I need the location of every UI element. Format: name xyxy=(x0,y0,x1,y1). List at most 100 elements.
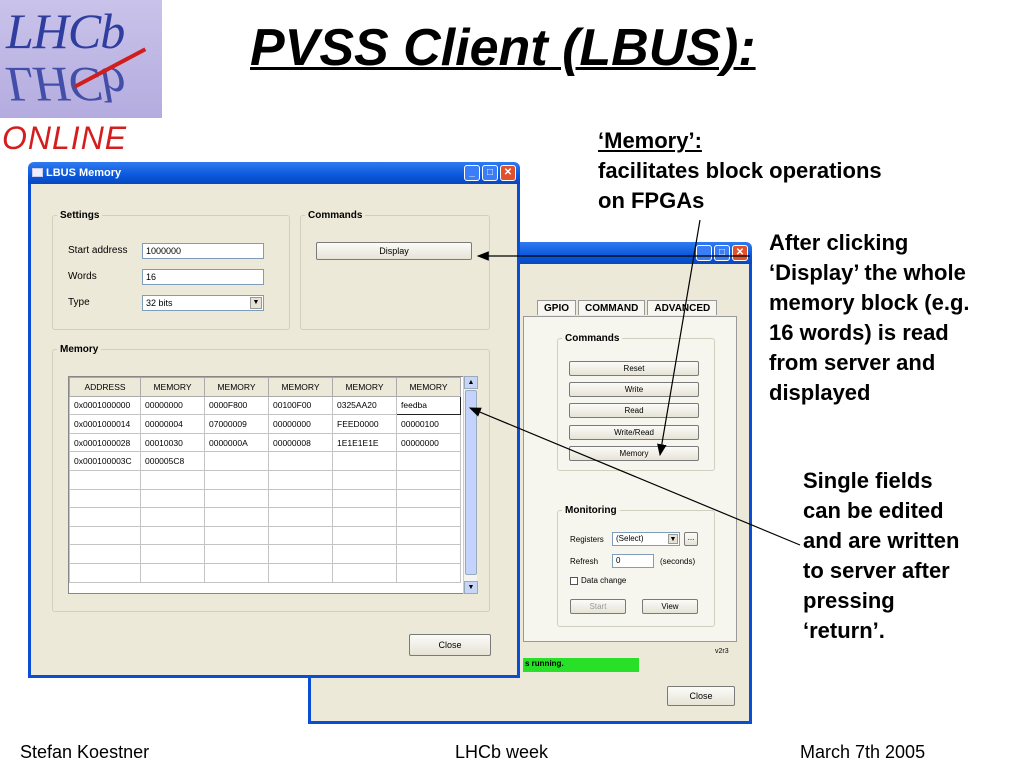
command-tab-panel: Commands Reset Write Read Write/Read Mem… xyxy=(523,316,737,642)
memory-cell[interactable] xyxy=(140,469,205,490)
start-button[interactable]: Start xyxy=(570,599,626,614)
close-icon[interactable]: ✕ xyxy=(732,245,748,261)
memory-cell[interactable] xyxy=(204,544,269,564)
memory-cell[interactable] xyxy=(332,525,397,546)
memory-cell[interactable]: 0325AA20 xyxy=(332,395,397,416)
table-row xyxy=(69,544,461,564)
registers-select[interactable]: (Select) ▼ xyxy=(612,532,680,546)
memory-cell[interactable]: 00000100 xyxy=(396,414,461,434)
chevron-down-icon[interactable]: ▼ xyxy=(668,534,678,544)
display-button[interactable]: Display xyxy=(316,242,472,260)
lhcb-logo: LHCb LHCb xyxy=(0,0,162,118)
memory-cell[interactable] xyxy=(396,507,461,527)
fields-annotation-line: and are written xyxy=(803,528,960,553)
memory-annotation: ‘Memory’: facilitates block operations o… xyxy=(598,126,882,216)
memory-cell[interactable] xyxy=(396,469,461,490)
memory-cell[interactable] xyxy=(268,525,333,546)
maximize-icon[interactable]: □ xyxy=(714,245,730,261)
memory-cell[interactable] xyxy=(396,488,461,509)
address-cell: 0x0001000000 xyxy=(69,395,141,416)
refresh-unit: (seconds) xyxy=(660,557,696,566)
control-close-button[interactable]: Close xyxy=(667,686,735,706)
words-input[interactable]: 16 xyxy=(142,269,264,285)
memory-cell[interactable] xyxy=(332,544,397,564)
tab-command[interactable]: COMMAND xyxy=(578,300,646,315)
memory-cell[interactable]: 00010030 xyxy=(140,432,205,453)
memory-cell[interactable] xyxy=(204,525,269,546)
window-icon xyxy=(32,168,43,177)
memory-cell[interactable] xyxy=(268,507,333,527)
memory-cell[interactable] xyxy=(204,451,269,471)
memory-cell[interactable]: 00000000 xyxy=(140,395,205,416)
memory-cell[interactable] xyxy=(204,469,269,490)
type-label: Type xyxy=(68,297,90,308)
tab-gpio[interactable]: GPIO xyxy=(537,300,577,315)
memory-cell[interactable] xyxy=(268,488,333,509)
memory-cell[interactable]: FEED0000 xyxy=(332,414,397,434)
read-button[interactable]: Read xyxy=(569,403,699,418)
memory-cell[interactable] xyxy=(204,507,269,527)
memory-cell[interactable] xyxy=(396,451,461,471)
memory-cell[interactable] xyxy=(396,562,461,583)
memory-cell[interactable] xyxy=(332,507,397,527)
start-address-input[interactable]: 1000000 xyxy=(142,243,264,259)
window-title: LBUS Memory xyxy=(46,167,122,179)
memory-table-scrollbar[interactable]: ▲ ▼ xyxy=(463,376,478,594)
display-annotation-line: 16 words) is read xyxy=(769,320,949,345)
memory-cell[interactable] xyxy=(268,469,333,490)
memory-cell[interactable]: feedba xyxy=(396,395,461,416)
memory-cell[interactable] xyxy=(204,488,269,509)
scroll-thumb[interactable] xyxy=(465,390,477,575)
footer-author: Stefan Koestner xyxy=(20,742,150,762)
memory-cell[interactable] xyxy=(396,525,461,546)
close-button[interactable]: Close xyxy=(409,634,491,656)
memory-cell[interactable]: 00000000 xyxy=(268,414,333,434)
memory-cell[interactable]: 0000000A xyxy=(204,432,269,453)
memory-cell[interactable] xyxy=(332,488,397,509)
close-icon[interactable]: ✕ xyxy=(500,165,516,181)
memory-cell[interactable] xyxy=(396,544,461,564)
memory-cell[interactable] xyxy=(140,488,205,509)
memory-button[interactable]: Memory xyxy=(569,446,699,461)
memory-cell[interactable] xyxy=(268,562,333,583)
memory-cell[interactable]: 00000000 xyxy=(396,432,461,453)
memory-cell[interactable]: 07000009 xyxy=(204,414,269,434)
memory-cell[interactable] xyxy=(140,562,205,583)
memory-cell[interactable]: 0000F800 xyxy=(204,395,269,416)
memory-cell[interactable] xyxy=(268,544,333,564)
chevron-down-icon[interactable]: ▼ xyxy=(250,297,262,309)
display-annotation-line: displayed xyxy=(769,380,871,405)
column-header: MEMORY xyxy=(396,377,461,397)
online-logo-text: ONLINE xyxy=(2,120,128,156)
tab-advanced[interactable]: ADVANCED xyxy=(647,300,718,315)
minimize-icon[interactable]: _ xyxy=(464,165,480,181)
memory-cell[interactable] xyxy=(140,525,205,546)
type-select[interactable]: 32 bits ▼ xyxy=(142,295,264,311)
maximize-icon[interactable]: □ xyxy=(482,165,498,181)
memory-cell[interactable]: 00100F00 xyxy=(268,395,333,416)
memory-cell[interactable]: 00000004 xyxy=(140,414,205,434)
view-button[interactable]: View xyxy=(642,599,698,614)
memory-cell[interactable] xyxy=(332,469,397,490)
scroll-down-icon[interactable]: ▼ xyxy=(464,581,478,594)
browse-button[interactable]: ... xyxy=(684,532,698,546)
write-read-button[interactable]: Write/Read xyxy=(569,425,699,440)
memory-cell[interactable]: 00000008 xyxy=(268,432,333,453)
settings-group: Settings xyxy=(52,210,290,330)
memory-cell[interactable] xyxy=(140,544,205,564)
refresh-spinner[interactable]: 0 xyxy=(612,554,654,568)
scroll-up-icon[interactable]: ▲ xyxy=(464,376,478,389)
address-cell: 0x000100003C xyxy=(69,451,141,471)
memory-cell[interactable] xyxy=(140,507,205,527)
reset-button[interactable]: Reset xyxy=(569,361,699,376)
refresh-label: Refresh xyxy=(570,557,599,566)
write-button[interactable]: Write xyxy=(569,382,699,397)
minimize-icon[interactable]: _ xyxy=(696,245,712,261)
memory-cell[interactable] xyxy=(268,451,333,471)
memory-cell[interactable]: 000005C8 xyxy=(140,451,205,471)
memory-cell[interactable] xyxy=(332,451,397,471)
data-change-checkbox[interactable] xyxy=(570,577,578,585)
memory-cell[interactable]: 1E1E1E1E xyxy=(332,432,397,453)
memory-cell[interactable] xyxy=(204,562,269,583)
memory-cell[interactable] xyxy=(332,562,397,583)
